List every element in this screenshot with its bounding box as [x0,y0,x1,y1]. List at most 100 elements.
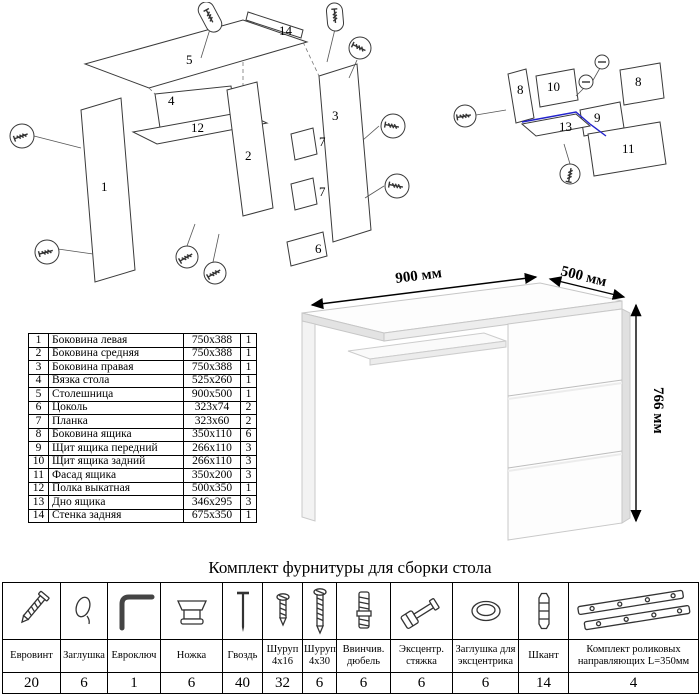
part-label-12: 12 [191,120,204,135]
part-size: 750x388 [183,346,241,361]
screw-long-icon [312,588,327,635]
part-label-9: 9 [594,110,601,125]
part-label-4: 4 [168,93,175,108]
hardware-qty: 4 [568,672,699,694]
hardware-kit-title: Комплект фурнитуры для сборки стола [208,558,492,577]
part-qty: 1 [240,481,257,496]
height-dimension-label: 766 мм [650,387,666,434]
part-name: Боковина правая [48,360,184,375]
assembly-guide-lines [148,20,320,95]
part-8-drawer-side-right [619,62,665,106]
desk-left-panel [301,320,316,522]
hardware-qty: 6 [452,672,519,694]
cam-lock-icon [400,598,440,629]
part-qty: 3 [240,468,257,483]
desk-body [301,282,631,541]
hardware-qty: 6 [336,672,391,694]
part-size: 750x388 [183,360,241,375]
screw-callout-icon [348,36,372,60]
part-qty: 1 [240,346,257,361]
part-label-2: 2 [245,148,252,163]
part-number: 7 [28,414,49,429]
part-name: Столешница [48,387,184,402]
part-number: 1 [28,333,49,348]
hardware-table: Евровинт Заглушка Евроключ Ножка Гвоздь … [2,582,699,694]
part-qty: 2 [240,414,257,429]
part-number: 6 [28,400,49,415]
leader-lines [33,28,385,263]
dowel-callout-icon [578,74,594,90]
part-qty: 1 [240,333,257,348]
part-14-back-panel [245,11,304,39]
leader-lines [475,67,601,165]
part-name: Дно ящика [48,495,184,510]
hardware-callouts [453,54,610,185]
drawer-gaps [507,379,623,472]
screw-callout-icon [34,239,60,265]
part-qty: 6 [240,427,257,442]
part-number: 14 [28,508,49,523]
part-name: Боковина ящика [48,427,184,442]
part-name: Боковина левая [48,333,184,348]
part-3-right-side [318,63,372,243]
desk-render: 900 мм 500 мм 766 мм [301,263,666,541]
part-number: 5 [28,387,49,402]
hardware-name: Евровинт [2,639,61,673]
depth-dimension-arrow [548,276,626,300]
exploded-view-desk-diagram: 14 5 4 12 2 3 7 7 1 6 [9,2,410,285]
part-number: 13 [28,495,49,510]
part-qty: 1 [240,360,257,375]
screw-callout-icon [325,2,345,32]
part-number: 2 [28,346,49,361]
screw-in-dowel-icon [355,591,372,629]
part-name: Щит ящика задний [48,454,184,469]
wooden-dowel-icon [537,592,550,630]
part-qty: 3 [240,454,257,469]
part-size: 346x295 [183,495,241,510]
part-name: Щит ящика передний [48,441,184,456]
screw-callout-icon [384,173,410,199]
hex-key-icon [119,594,155,631]
part-13-drawer-bottom [520,113,592,137]
screw-short-icon [275,593,290,627]
roller-slides-icon [576,589,690,631]
drawer-unit-side [621,308,631,524]
part-label-11: 11 [622,141,635,156]
part-name: Боковина средняя [48,346,184,361]
part-qty: 1 [240,508,257,523]
part-name: Вязка стола [48,373,184,388]
part-label-10: 10 [547,79,560,94]
part-5-tabletop [83,19,309,89]
hardware-qty: 14 [518,672,569,694]
width-dimension-arrow [310,272,538,310]
width-dimension-label: 900 мм [394,265,442,287]
part-label-8b: 8 [635,74,642,89]
hardware-qty: 6 [390,672,453,694]
part-number: 8 [28,427,49,442]
part-name: Фасад ящика [48,468,184,483]
hardware-qty: 6 [160,672,223,694]
screw-callout-icon [559,163,581,185]
hardware-name: Комплект роликовых направляющих L=350мм [568,639,699,673]
part-8-drawer-side-left [507,68,535,124]
part-label-7b: 7 [319,184,326,199]
screw-callout-icon [380,113,406,139]
part-size: 350x200 [183,468,241,483]
part-qty: 3 [240,441,257,456]
hardware-name: Заглушка для эксцентрика [452,639,519,673]
nail-icon [236,591,249,632]
foot-icon [176,600,207,625]
part-number-labels: 8 10 8 9 13 11 [517,74,642,156]
part-qty: 1 [240,373,257,388]
part-label-5: 5 [186,52,193,67]
plug-icon [75,596,91,625]
cam-cover-icon [470,600,501,622]
screw-callout-icon [203,261,227,285]
